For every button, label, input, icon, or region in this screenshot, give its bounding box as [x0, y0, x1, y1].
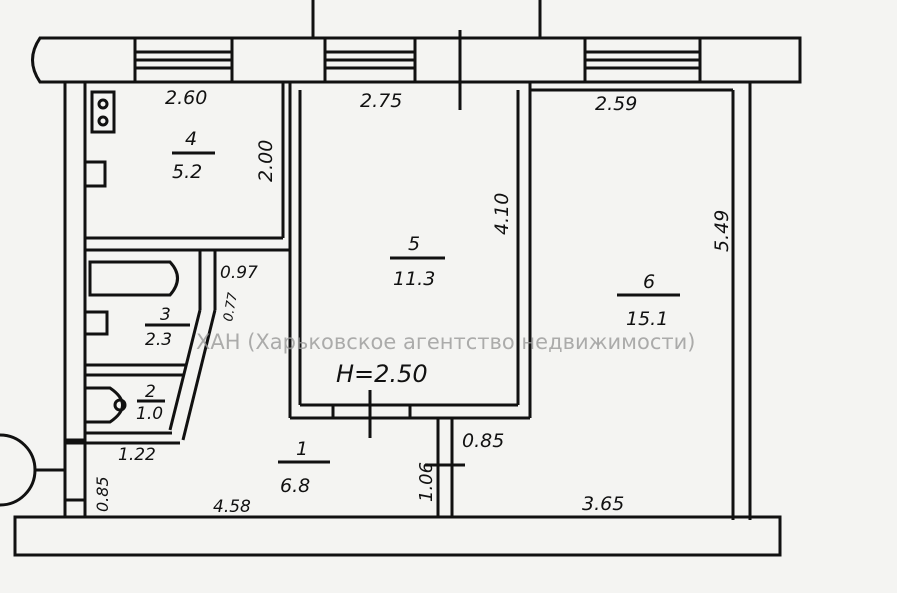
dim-room6-depth: 5.49	[711, 210, 733, 252]
room3-number: 3	[160, 305, 171, 325]
room3-area: 2.3	[145, 330, 172, 350]
washbasin-icon	[83, 310, 109, 336]
walls	[0, 0, 802, 557]
dim-hall-depth: 1.06	[416, 462, 437, 502]
dim-bath-diag: 0.77	[221, 291, 241, 323]
room4-area: 5.2	[172, 161, 202, 183]
sink-icon	[83, 160, 107, 188]
room2-area: 1.0	[136, 404, 163, 424]
dim-hall-length: 4.58	[213, 497, 251, 517]
room6-area: 15.1	[626, 308, 668, 330]
window-room6	[583, 36, 702, 84]
ceiling-height: H=2.50	[336, 360, 428, 388]
dim-room6-width: 2.59	[595, 93, 637, 115]
dim-room5-width: 2.75	[360, 90, 402, 112]
room1-area: 6.8	[280, 475, 310, 497]
bathtub-icon	[88, 260, 179, 297]
dim-hall-door: 0.85	[462, 430, 504, 452]
room1-number: 1	[296, 438, 308, 460]
room2-number: 2	[145, 382, 156, 402]
watermark: ХАН (Харьковское агентство недвижимости)	[196, 330, 696, 354]
dim-bath-door: 0.97	[220, 263, 258, 283]
dim-wc-width: 1.22	[118, 445, 156, 465]
room6-number: 6	[643, 271, 655, 293]
room5-area: 11.3	[393, 268, 435, 290]
window-kitchen	[133, 36, 234, 84]
toilet-icon	[83, 386, 124, 424]
dim-kitchen-depth: 2.00	[255, 140, 277, 182]
dim-room6-bottom: 3.65	[582, 493, 624, 515]
room4-number: 4	[185, 128, 197, 150]
room5-number: 5	[408, 233, 420, 255]
dim-room5-depth: 4.10	[491, 193, 513, 235]
bottom-outer-wall	[13, 515, 782, 557]
labels: 2.60 2.75 2.59 4 5.2 2.00 5 11.3 4.10 5.…	[93, 87, 733, 517]
dim-kitchen-width: 2.60	[165, 87, 207, 109]
window-room5	[323, 36, 417, 84]
stove-icon	[90, 90, 116, 134]
dim-entry-width: 0.85	[93, 476, 112, 512]
